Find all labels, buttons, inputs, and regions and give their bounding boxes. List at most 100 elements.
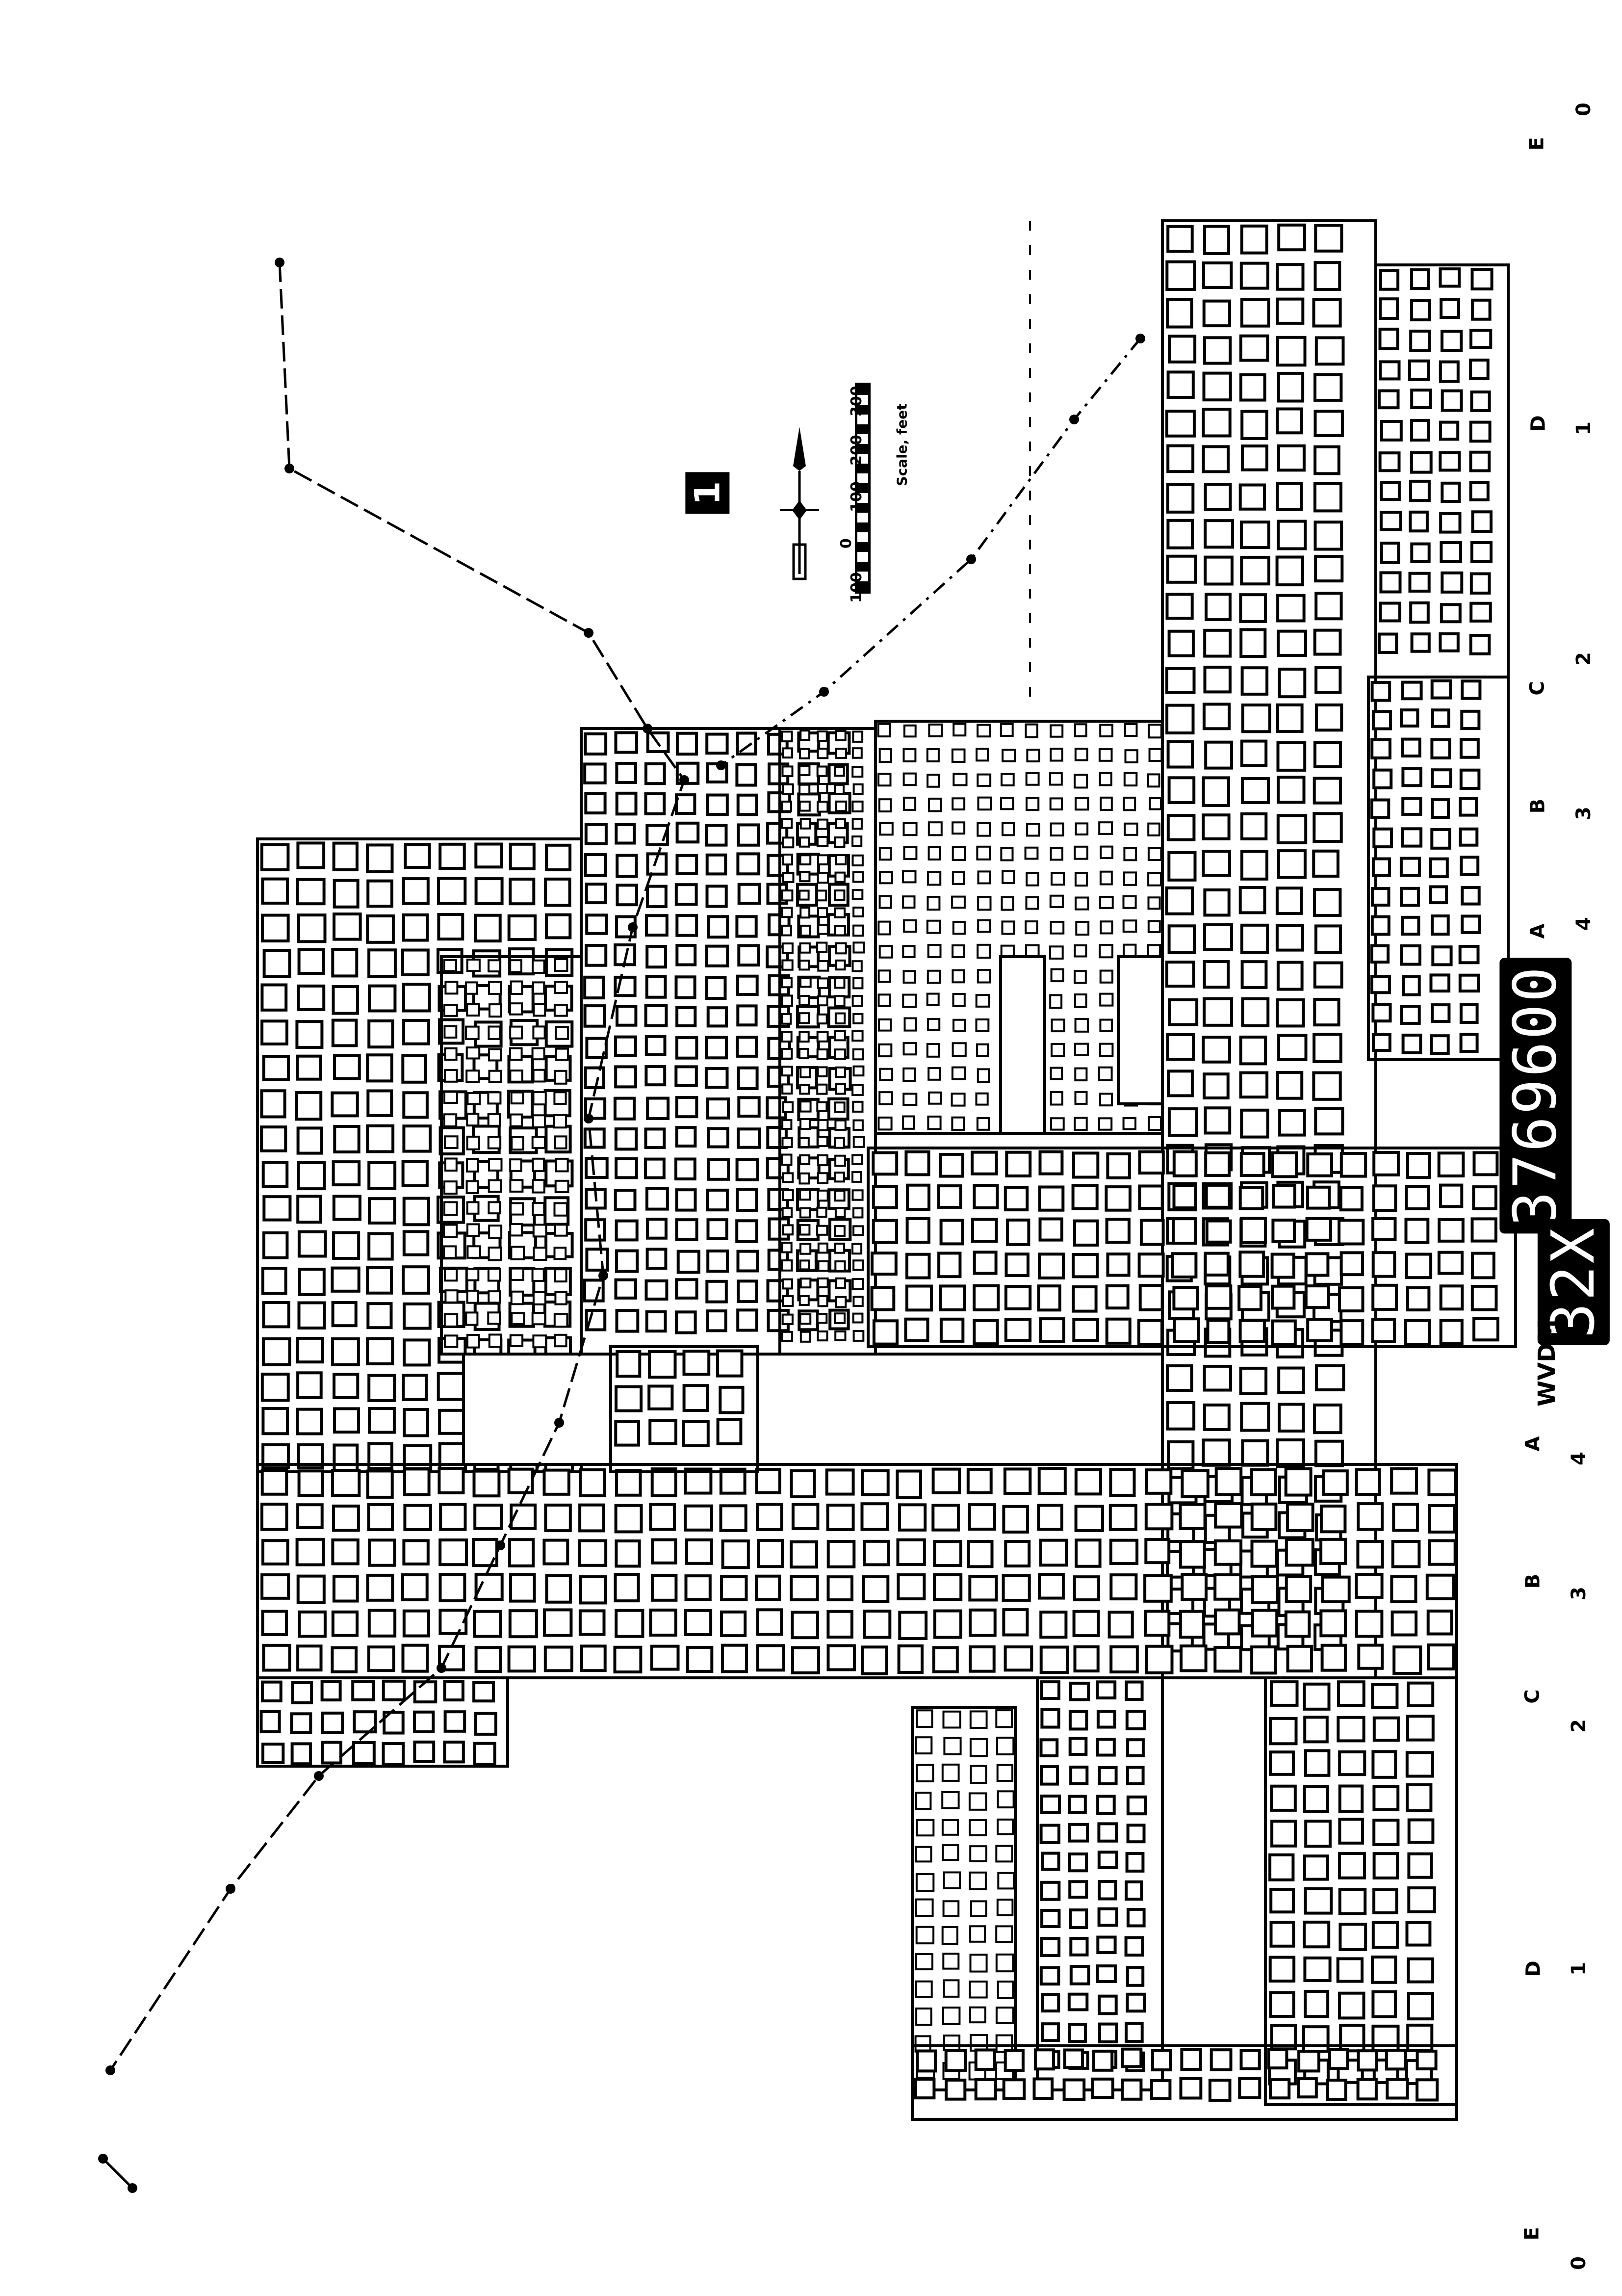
grid-letter: E (1525, 137, 1548, 151)
coal-pillar (333, 1407, 360, 1434)
coal-pillar (1306, 1185, 1331, 1210)
coal-pillar (296, 1195, 322, 1224)
coal-pillar (1181, 1469, 1210, 1498)
coal-pillar (826, 1503, 855, 1531)
coal-pillar (1469, 450, 1491, 472)
coal-pillar (1271, 1284, 1296, 1310)
coal-pillar (649, 1608, 677, 1637)
coal-pillar (1050, 1067, 1063, 1080)
coal-pillar (644, 1157, 666, 1179)
coal-pillar (532, 1157, 545, 1173)
coal-pillar (1437, 1251, 1464, 1275)
coal-pillar (366, 1469, 394, 1499)
coal-pillar (367, 1374, 396, 1402)
coal-pillar (896, 1469, 923, 1499)
coal-pillar (1202, 261, 1233, 289)
coal-pillar (1240, 224, 1268, 255)
coal-pillar (973, 1319, 999, 1346)
coal-pillar (1202, 1438, 1231, 1467)
coal-pillar (488, 959, 501, 973)
coal-pillar (781, 1119, 793, 1130)
coal-pillar (488, 1333, 502, 1348)
coal-pillar (507, 914, 537, 941)
coal-pillar (952, 944, 965, 959)
coal-pillar (817, 960, 829, 972)
coal-pillar (1039, 1610, 1068, 1639)
coal-pillar (1172, 1286, 1199, 1311)
coal-pillar (852, 871, 864, 883)
coal-pillar (1074, 970, 1087, 984)
coal-pillar (878, 847, 892, 861)
coal-pillar (1407, 1852, 1433, 1879)
coal-pillar (584, 1066, 605, 1090)
coal-pillar (260, 1573, 290, 1600)
coal-pillar (646, 885, 668, 909)
coal-pillar (1430, 679, 1452, 700)
coal-pillar (706, 1218, 728, 1240)
coal-pillar (1470, 1284, 1498, 1311)
coal-pillar (799, 836, 810, 848)
coal-pillar (585, 883, 607, 905)
coal-pillar (1002, 2078, 1026, 2100)
coal-pillar (1050, 1117, 1065, 1131)
coal-pillar (851, 960, 863, 972)
coal-pillar (816, 1048, 828, 1060)
coal-pillar (583, 762, 607, 784)
coal-pillar (295, 1020, 324, 1049)
coal-pillar (905, 1217, 930, 1244)
coal-pillar (977, 870, 991, 885)
coal-pillar (1214, 1467, 1243, 1496)
coal-pillar (781, 1259, 793, 1272)
coal-pillar (939, 1284, 966, 1311)
coal-pillar (509, 1113, 523, 1127)
coal-pillar (1277, 629, 1307, 657)
coal-pillar (413, 1740, 436, 1763)
coal-pillar (366, 843, 394, 873)
coal-pillar (1328, 2048, 1349, 2070)
coal-pillar (583, 1127, 606, 1149)
survey-traverse-line (720, 338, 1141, 767)
coal-pillar (1306, 1318, 1333, 1342)
coal-pillar (615, 823, 636, 845)
coal-pillar (799, 1189, 811, 1201)
coal-pillar (834, 1030, 846, 1042)
coal-pillar (1427, 1643, 1455, 1670)
coal-pillar (401, 1160, 429, 1187)
coal-pillar (443, 1710, 466, 1733)
coal-pillar (902, 895, 916, 909)
coal-pillar (1105, 1317, 1132, 1345)
coal-pillar (1372, 1716, 1400, 1742)
coal-pillar (444, 1268, 458, 1282)
coal-pillar (798, 1048, 809, 1060)
coal-pillar (1172, 1184, 1197, 1210)
coal-pillar (799, 977, 812, 988)
coal-pillar (675, 1126, 697, 1148)
coal-pillar (1315, 703, 1343, 732)
coal-pillar (852, 1048, 864, 1061)
coal-pillar (969, 1738, 988, 1757)
coal-pillar (1075, 921, 1090, 936)
coal-pillar (614, 1127, 638, 1151)
coal-pillar (466, 1223, 480, 1237)
coal-pillar (402, 1609, 430, 1638)
coal-pillar (1338, 1991, 1365, 2020)
coal-pillar (474, 842, 503, 869)
coal-pillar (781, 1066, 793, 1077)
coal-pillar (508, 1538, 535, 1567)
coal-pillar (367, 1503, 394, 1532)
coal-pillar (1409, 329, 1431, 352)
coal-pillar (1150, 2079, 1172, 2100)
map-id-number: 3769600 (1499, 958, 1572, 1234)
coal-pillar (781, 1242, 793, 1253)
coal-pillar (995, 1953, 1014, 1973)
coal-pillar (1241, 1439, 1269, 1467)
coal-pillar (953, 1018, 966, 1032)
coal-pillar (615, 1249, 639, 1273)
coal-pillar (974, 2048, 996, 2071)
coal-pillar (1379, 360, 1401, 381)
coal-pillar (1074, 1468, 1103, 1496)
coal-pillar (331, 1610, 359, 1637)
coal-pillar (543, 1645, 573, 1672)
coal-pillar (914, 2078, 936, 2100)
survey-station (1135, 334, 1145, 343)
